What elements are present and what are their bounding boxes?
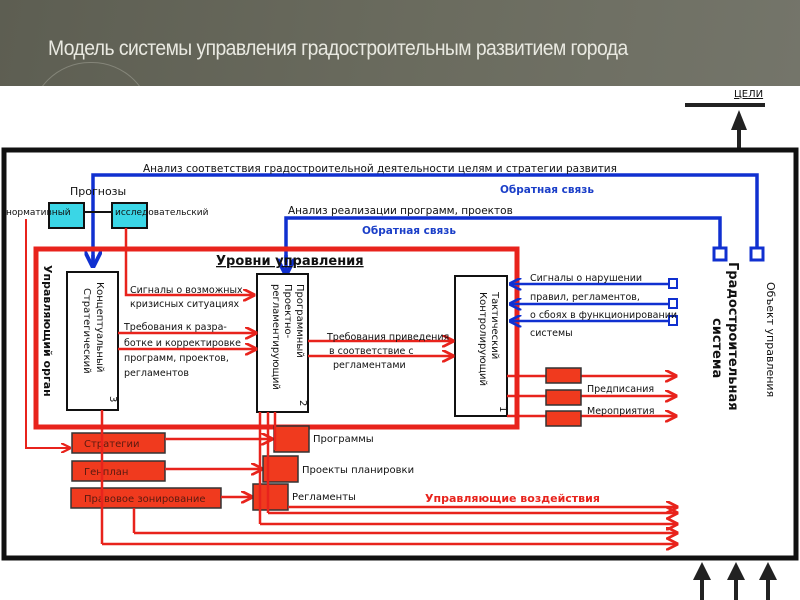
crisis-signals-line1: Сигналы о возможных	[130, 285, 243, 296]
sensor-icon	[668, 298, 678, 309]
input-arrows	[693, 562, 777, 600]
level-box-strategic: Концептуальный Стратегический 3	[66, 271, 119, 411]
zoning-label: Правовое зонирование	[84, 494, 206, 505]
goals-arrow-shaft	[737, 128, 741, 150]
level-1-line1: Тактический	[489, 291, 500, 359]
compliance-line2: в соответствие с	[329, 346, 414, 357]
control-levels-title: Уровни управления	[216, 254, 364, 269]
sensor-icon	[749, 246, 765, 262]
documents-block: Стратегии Генплан Правовое зонирование	[70, 432, 222, 509]
goals-bar	[685, 103, 765, 107]
compliance-line1: Требования приведения	[326, 332, 449, 343]
feedback-label-2: Обратная связь	[362, 225, 456, 237]
line-normative-to-strategies	[25, 219, 70, 448]
projects-label: Проекты планировки	[302, 465, 414, 476]
regulations-label: Регламенты	[292, 492, 356, 503]
goals-block: ЦЕЛИ	[685, 89, 765, 150]
feedback-label-1: Обратная связь	[500, 184, 594, 196]
object-of-control-label: Объект управления	[764, 282, 777, 397]
sensor-icon	[668, 315, 678, 326]
level-1-line2: Контролирующий	[477, 292, 488, 386]
forecast-normative-label: нормативный	[6, 208, 71, 218]
forecasts-title: Прогнозы	[70, 185, 126, 198]
tactical-output-box	[545, 367, 582, 384]
tactical-output-box	[545, 410, 582, 427]
input-arrow-shaft	[766, 578, 770, 600]
level-3-line2: Стратегический	[81, 288, 92, 374]
goals-label: ЦЕЛИ	[734, 89, 763, 100]
input-arrow-head	[693, 562, 711, 580]
level-3-number: 3	[107, 396, 118, 402]
feedback-line-programs	[284, 216, 722, 262]
input-arrow-head	[759, 562, 777, 580]
level-box-program: Программный Проектно- регламентирующий 2	[256, 273, 309, 413]
governing-body-label: Управляющий орган	[41, 265, 54, 397]
input-arrow-shaft	[700, 578, 704, 600]
urban-system-line1: Градостроительная	[725, 262, 740, 411]
measures-label: Мероприятия	[587, 406, 654, 417]
input-arrow-head	[727, 562, 745, 580]
forecast-box-normative	[48, 202, 85, 229]
requirements-dev-line3: программ, проектов,	[124, 353, 229, 364]
level-2-line2: Проектно-	[282, 284, 293, 339]
slide-title: Модель системы управления градостроитель…	[48, 37, 628, 60]
forecasts-block: Прогнозы нормативный исследовательский	[6, 185, 209, 229]
sensor-icon	[668, 278, 678, 289]
prescriptions-label: Предписания	[587, 384, 654, 395]
product-box-programs	[273, 425, 310, 453]
programs-label: Программы	[313, 434, 374, 445]
sensor-icon	[712, 246, 728, 262]
control-actions-label: Управляющие воздействия	[425, 492, 600, 505]
outer-frame	[1, 147, 799, 561]
level-2-number: 2	[297, 400, 308, 406]
doc-box-genplan	[71, 460, 166, 482]
genplan-label: Генплан	[84, 467, 128, 478]
feedback-lines	[91, 173, 765, 274]
strategies-label: Стратегии	[84, 439, 140, 450]
requirements-dev-line1: Требования к разра-	[123, 322, 227, 333]
tactical-output-box	[545, 389, 582, 406]
analysis-programs-text: Анализ реализации программ, проектов	[288, 205, 513, 217]
crisis-signals-line2: кризисных ситуациях	[130, 299, 239, 310]
forecast-research-label: исследовательский	[115, 208, 209, 218]
level-2-line1: Программный	[294, 284, 305, 358]
violations-line1: Сигналы о нарушении	[530, 273, 642, 284]
forecast-box-research	[111, 202, 148, 229]
feedback-line-strategic	[91, 173, 759, 262]
violations-line2: правил, регламентов,	[530, 292, 640, 303]
level-3-line1: Концептуальный	[94, 282, 105, 372]
analysis-goals-text: Анализ соответствия градостроительной де…	[143, 163, 617, 175]
input-arrow-shaft	[734, 578, 738, 600]
product-box-regulations	[252, 483, 289, 511]
urban-system-line2: система	[709, 318, 724, 378]
doc-box-strategies	[71, 432, 166, 454]
violations-line4: системы	[530, 328, 573, 339]
requirements-dev-line4: регламентов	[124, 368, 189, 379]
requirements-dev-line2: ботке и корректировке	[124, 338, 241, 349]
compliance-line3: регламентами	[333, 360, 406, 371]
level-1-number: 1	[497, 406, 508, 412]
slide-header: Модель системы управления градостроитель…	[0, 0, 800, 86]
violations-line3: о сбоях в функционировании	[530, 310, 677, 321]
level-box-tactical: Тактический Контролирующий 1	[454, 275, 508, 417]
goals-arrow-head	[731, 110, 747, 130]
level-2-line3: регламентирующий	[270, 284, 281, 390]
